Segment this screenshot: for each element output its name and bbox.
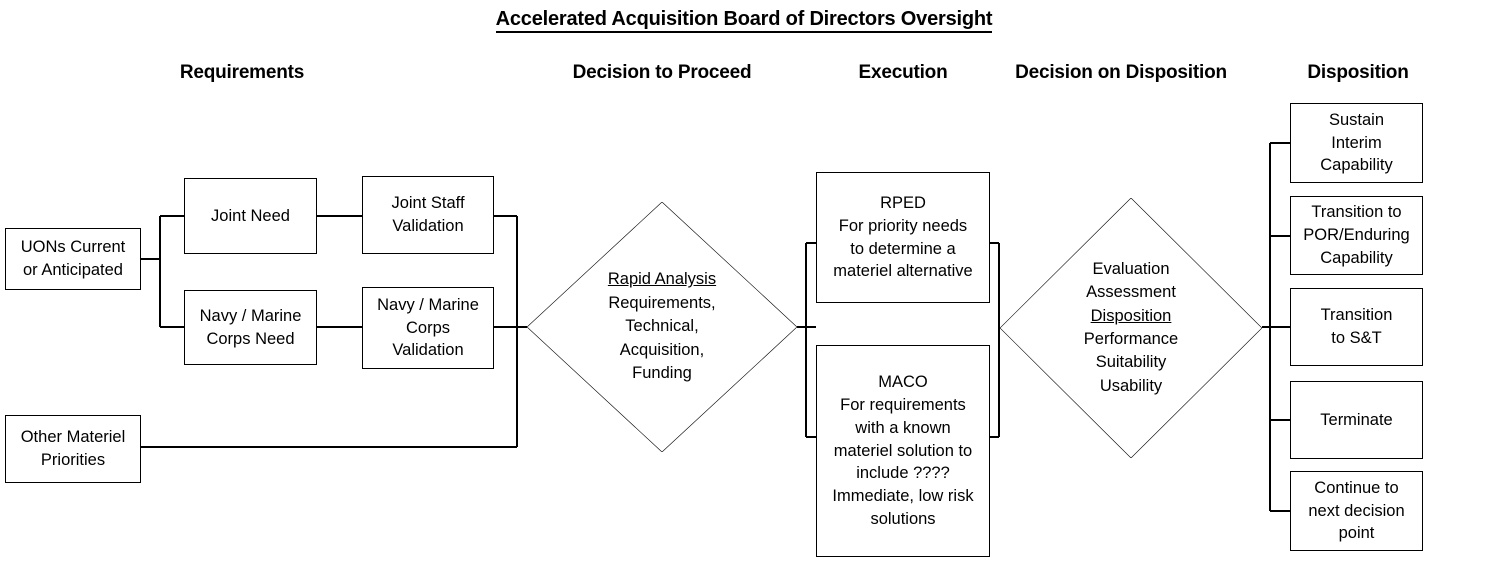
decision-label-line: Assessment [1086, 283, 1176, 302]
decision-label-line: Rapid Analysis [607, 270, 717, 289]
decision-label-line: Suitability [1095, 353, 1167, 372]
node-continue-to-next-decision-point[interactable]: Continue to next decision point [1290, 471, 1423, 551]
diamond-outline-icon [1000, 198, 1262, 458]
decision-label-line: Requirements, [608, 293, 716, 312]
node-joint-need[interactable]: Joint Need [184, 178, 317, 254]
column-header-requirements: Requirements [174, 62, 310, 84]
decision-label-line: Technical, [625, 317, 699, 336]
node-label: Navy / Marine Corps Validation [377, 295, 479, 360]
decision-label-line: Funding [632, 364, 692, 383]
node-label: Transition to S&T [1320, 306, 1393, 347]
diamond-outline-icon [527, 202, 797, 452]
decision-label-line: Disposition [1090, 306, 1172, 325]
column-header-label: Decision to Proceed [572, 62, 752, 83]
page-title: Accelerated Acquisition Board of Directo… [0, 8, 1488, 33]
node-navy-marine-corps-need[interactable]: Navy / Marine Corps Need [184, 290, 317, 365]
column-header-label: Decision on Disposition [1015, 62, 1227, 83]
node-label: Joint Need [211, 206, 290, 225]
decision-label-line: Usability [1099, 376, 1163, 395]
node-label: Navy / Marine Corps Need [199, 306, 302, 348]
node-terminate[interactable]: Terminate [1290, 381, 1423, 459]
node-uons-current-or-anticipated[interactable]: UONs Current or Anticipated [5, 228, 141, 290]
page-title-text: Accelerated Acquisition Board of Directo… [495, 8, 993, 33]
node-label: Terminate [1320, 410, 1393, 429]
decision-label-line: Performance [1083, 330, 1179, 348]
decision-label-line: Acquisition, [619, 340, 705, 359]
node-maco[interactable]: MACO For requirements with a known mater… [816, 345, 990, 557]
node-label: UONs Current or Anticipated [20, 238, 126, 279]
node-label: MACO For requirements with a known mater… [832, 373, 974, 528]
node-label: RPED For priority needs to determine a m… [833, 193, 973, 281]
node-label: Continue to next decision point [1308, 478, 1405, 543]
column-header-label: Requirements [179, 62, 305, 83]
node-other-materiel-priorities[interactable]: Other Materiel Priorities [5, 415, 141, 483]
column-header-decision-to-proceed: Decision to Proceed [558, 62, 766, 84]
node-label: Joint Staff Validation [391, 194, 465, 235]
column-header-label: Execution [858, 62, 948, 83]
node-transition-to-por-enduring-capability[interactable]: Transition to POR/Enduring Capability [1290, 196, 1423, 275]
node-label: Other Materiel Priorities [20, 428, 126, 469]
decision-label-line: Evaluation [1092, 259, 1170, 278]
column-header-label: Disposition [1307, 62, 1409, 83]
node-rped[interactable]: RPED For priority needs to determine a m… [816, 172, 990, 303]
node-joint-staff-validation[interactable]: Joint Staff Validation [362, 176, 494, 254]
node-label: Sustain Interim Capability [1320, 110, 1393, 175]
column-header-disposition: Disposition [1297, 62, 1419, 84]
column-header-execution: Execution [852, 62, 954, 84]
node-label: Transition to POR/Enduring Capability [1303, 203, 1410, 267]
node-navy-marine-corps-validation[interactable]: Navy / Marine Corps Validation [362, 287, 494, 369]
node-sustain-interim-capability[interactable]: Sustain Interim Capability [1290, 103, 1423, 183]
column-header-decision-on-disposition: Decision on Disposition [1002, 62, 1240, 84]
node-transition-to-st[interactable]: Transition to S&T [1290, 288, 1423, 366]
